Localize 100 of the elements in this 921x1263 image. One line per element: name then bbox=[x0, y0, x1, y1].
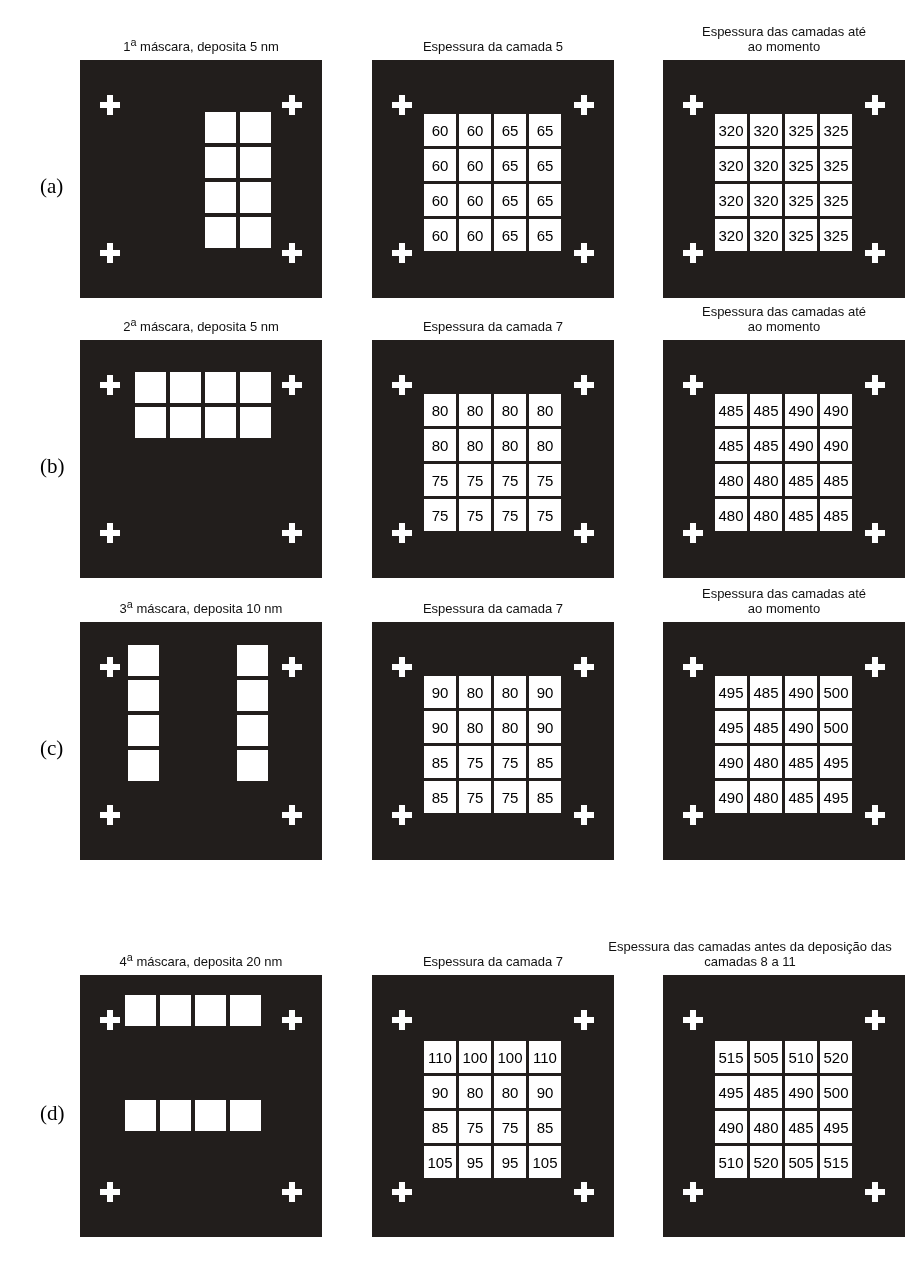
value-cell: 95 bbox=[494, 1146, 526, 1178]
value-cell: 75 bbox=[424, 499, 456, 531]
value-cell: 65 bbox=[529, 184, 561, 216]
panel-title: Espessura das camadas até ao momento bbox=[700, 586, 867, 616]
value-cell: 495 bbox=[820, 746, 852, 778]
value-cell: 65 bbox=[494, 114, 526, 146]
value-cell: 480 bbox=[750, 1111, 782, 1143]
value-cell: 75 bbox=[529, 499, 561, 531]
value-cell: 80 bbox=[459, 676, 491, 708]
panel-title: Espessura da camada 7 bbox=[422, 954, 564, 969]
panel-title: Espessura das camadas até ao momento bbox=[700, 304, 867, 334]
value-cell: 320 bbox=[750, 184, 782, 216]
value-cell: 65 bbox=[529, 149, 561, 181]
value-cell: 80 bbox=[494, 676, 526, 708]
panel-title: 1$^{a}$ máscara, deposita 5 nm bbox=[123, 34, 279, 54]
value-cell: 75 bbox=[459, 746, 491, 778]
value-cell: 480 bbox=[715, 499, 747, 531]
value-cell: 75 bbox=[494, 746, 526, 778]
value-cell: 500 bbox=[820, 676, 852, 708]
value-cell: 325 bbox=[820, 149, 852, 181]
value-cell: 320 bbox=[750, 219, 782, 251]
panel-title: 3$^{a}$ máscara, deposita 10 nm bbox=[119, 596, 283, 616]
value-cell: 90 bbox=[424, 676, 456, 708]
value-cell: 325 bbox=[785, 184, 817, 216]
value-cell: 490 bbox=[785, 1076, 817, 1108]
value-cell: 485 bbox=[820, 499, 852, 531]
value-cell: 110 bbox=[529, 1041, 561, 1073]
value-cell: 485 bbox=[750, 429, 782, 461]
value-cell: 495 bbox=[715, 711, 747, 743]
value-cell: 480 bbox=[750, 464, 782, 496]
value-cell: 65 bbox=[529, 114, 561, 146]
value-cell: 75 bbox=[494, 499, 526, 531]
value-cell: 75 bbox=[459, 1111, 491, 1143]
panel-title: 2$^{a}$ máscara, deposita 5 nm bbox=[123, 314, 279, 334]
value-cell: 490 bbox=[715, 1111, 747, 1143]
value-cell: 320 bbox=[715, 149, 747, 181]
value-cell: 480 bbox=[750, 746, 782, 778]
panel-title: Espessura da camada 5 bbox=[422, 39, 564, 54]
value-cell: 510 bbox=[715, 1146, 747, 1178]
value-cell: 60 bbox=[459, 219, 491, 251]
panel-title: Espessura das camadas antes da deposição das camadas 8 a 11 bbox=[607, 939, 893, 969]
value-cell: 75 bbox=[494, 464, 526, 496]
value-cell: 520 bbox=[750, 1146, 782, 1178]
value-cell: 100 bbox=[459, 1041, 491, 1073]
value-cell: 325 bbox=[785, 114, 817, 146]
value-cell: 495 bbox=[820, 781, 852, 813]
value-cell: 325 bbox=[820, 219, 852, 251]
value-cell: 85 bbox=[529, 746, 561, 778]
value-cell: 485 bbox=[715, 394, 747, 426]
value-cell: 60 bbox=[424, 184, 456, 216]
value-cell: 75 bbox=[494, 1111, 526, 1143]
value-cell: 80 bbox=[494, 711, 526, 743]
value-cell: 515 bbox=[820, 1146, 852, 1178]
row-label: (b) bbox=[40, 454, 65, 479]
value-cell: 80 bbox=[459, 429, 491, 461]
value-cell: 320 bbox=[750, 149, 782, 181]
value-cell: 60 bbox=[459, 184, 491, 216]
value-cell: 325 bbox=[785, 149, 817, 181]
value-cell: 90 bbox=[529, 1076, 561, 1108]
value-cell: 485 bbox=[750, 676, 782, 708]
value-cell: 490 bbox=[820, 394, 852, 426]
value-cell: 495 bbox=[715, 676, 747, 708]
value-cell: 60 bbox=[459, 149, 491, 181]
value-cell: 80 bbox=[424, 394, 456, 426]
value-cell: 505 bbox=[785, 1146, 817, 1178]
value-cell: 485 bbox=[785, 1111, 817, 1143]
row-label: (d) bbox=[40, 1101, 65, 1126]
value-cell: 85 bbox=[424, 781, 456, 813]
value-cell: 325 bbox=[785, 219, 817, 251]
value-cell: 80 bbox=[459, 1076, 491, 1108]
value-cell: 85 bbox=[529, 781, 561, 813]
value-cell: 80 bbox=[529, 394, 561, 426]
panel-title: Espessura da camada 7 bbox=[422, 319, 564, 334]
value-cell: 80 bbox=[494, 1076, 526, 1108]
value-cell: 65 bbox=[494, 219, 526, 251]
value-cell: 490 bbox=[820, 429, 852, 461]
value-cell: 480 bbox=[715, 464, 747, 496]
value-cell: 485 bbox=[750, 711, 782, 743]
panel-title: 4$^{a}$ máscara, deposita 20 nm bbox=[119, 949, 283, 969]
value-cell: 75 bbox=[459, 464, 491, 496]
value-cell: 325 bbox=[820, 114, 852, 146]
value-cell: 490 bbox=[715, 781, 747, 813]
value-cell: 500 bbox=[820, 1076, 852, 1108]
value-cell: 80 bbox=[424, 429, 456, 461]
value-cell: 90 bbox=[529, 711, 561, 743]
value-cell: 490 bbox=[785, 711, 817, 743]
panel-title: Espessura da camada 7 bbox=[422, 601, 564, 616]
value-cell: 60 bbox=[424, 219, 456, 251]
value-cell: 75 bbox=[459, 781, 491, 813]
value-cell: 485 bbox=[820, 464, 852, 496]
value-cell: 505 bbox=[750, 1041, 782, 1073]
value-cell: 75 bbox=[459, 499, 491, 531]
row-label: (c) bbox=[40, 736, 64, 761]
value-cell: 325 bbox=[820, 184, 852, 216]
value-cell: 85 bbox=[424, 746, 456, 778]
value-cell: 85 bbox=[424, 1111, 456, 1143]
value-cell: 105 bbox=[529, 1146, 561, 1178]
row-label: (a) bbox=[40, 174, 64, 199]
value-cell: 485 bbox=[785, 746, 817, 778]
value-cell: 85 bbox=[529, 1111, 561, 1143]
